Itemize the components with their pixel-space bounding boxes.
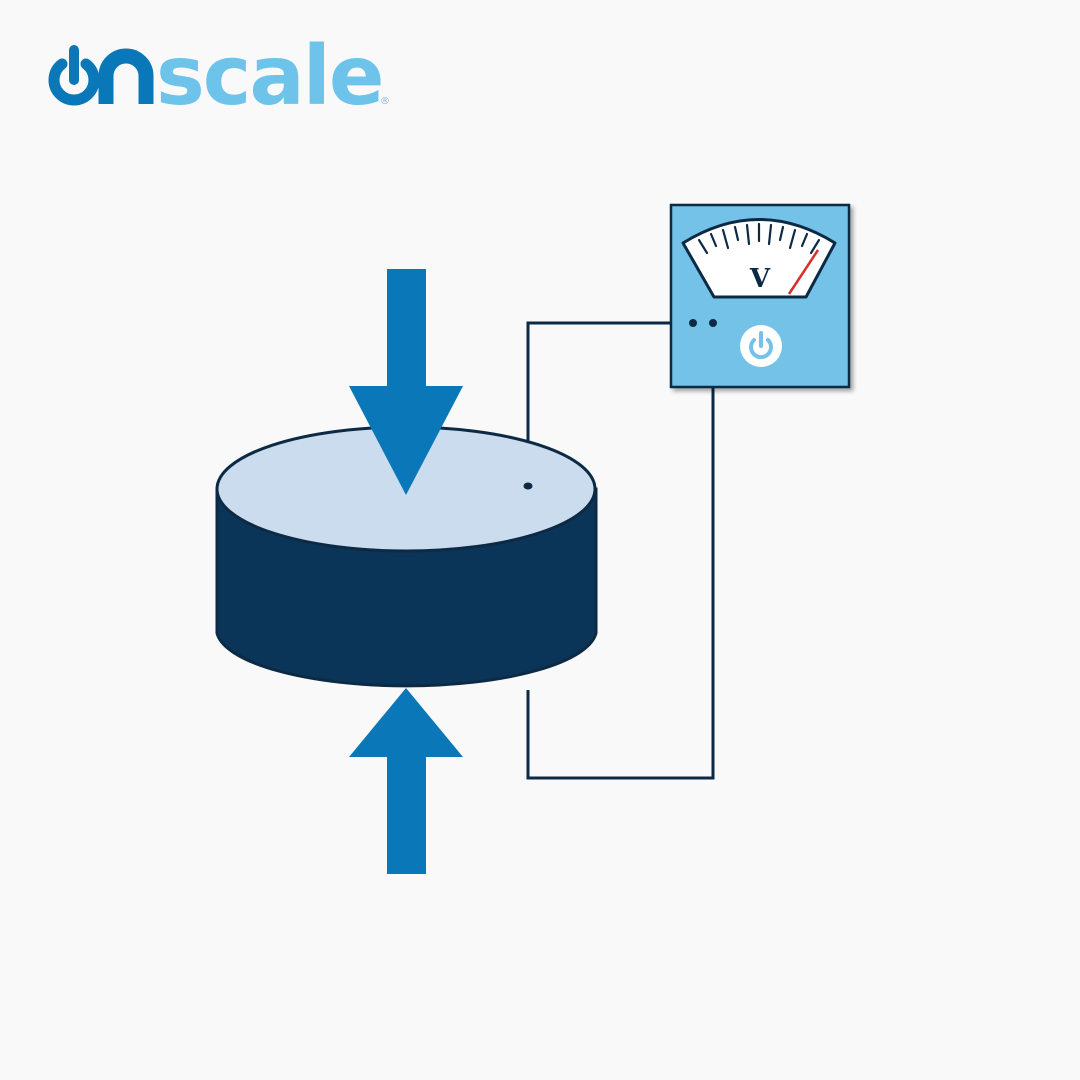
gauge-needle [787, 249, 820, 295]
electrode-contact [523, 482, 533, 490]
power-button[interactable] [740, 325, 782, 367]
voltmeter: V [669, 203, 851, 389]
wire-bottom [526, 323, 715, 780]
registered-mark: ® [380, 96, 390, 107]
terminal-negative [709, 319, 717, 327]
terminal-positive [689, 319, 697, 327]
voltmeter-unit-label: V [749, 264, 771, 294]
wire-top [526, 321, 693, 486]
circuit-wires [526, 321, 715, 780]
onscale-logo: scale ® [48, 29, 390, 124]
logo-wordmark: scale [156, 29, 382, 124]
gauge-face [681, 218, 837, 299]
power-icon [749, 331, 773, 360]
gauge-ticks [697, 222, 821, 255]
power-icon [48, 45, 100, 106]
top-force-arrow [349, 269, 463, 495]
logo-letter-n [98, 48, 154, 104]
bottom-force-arrow [349, 688, 463, 874]
